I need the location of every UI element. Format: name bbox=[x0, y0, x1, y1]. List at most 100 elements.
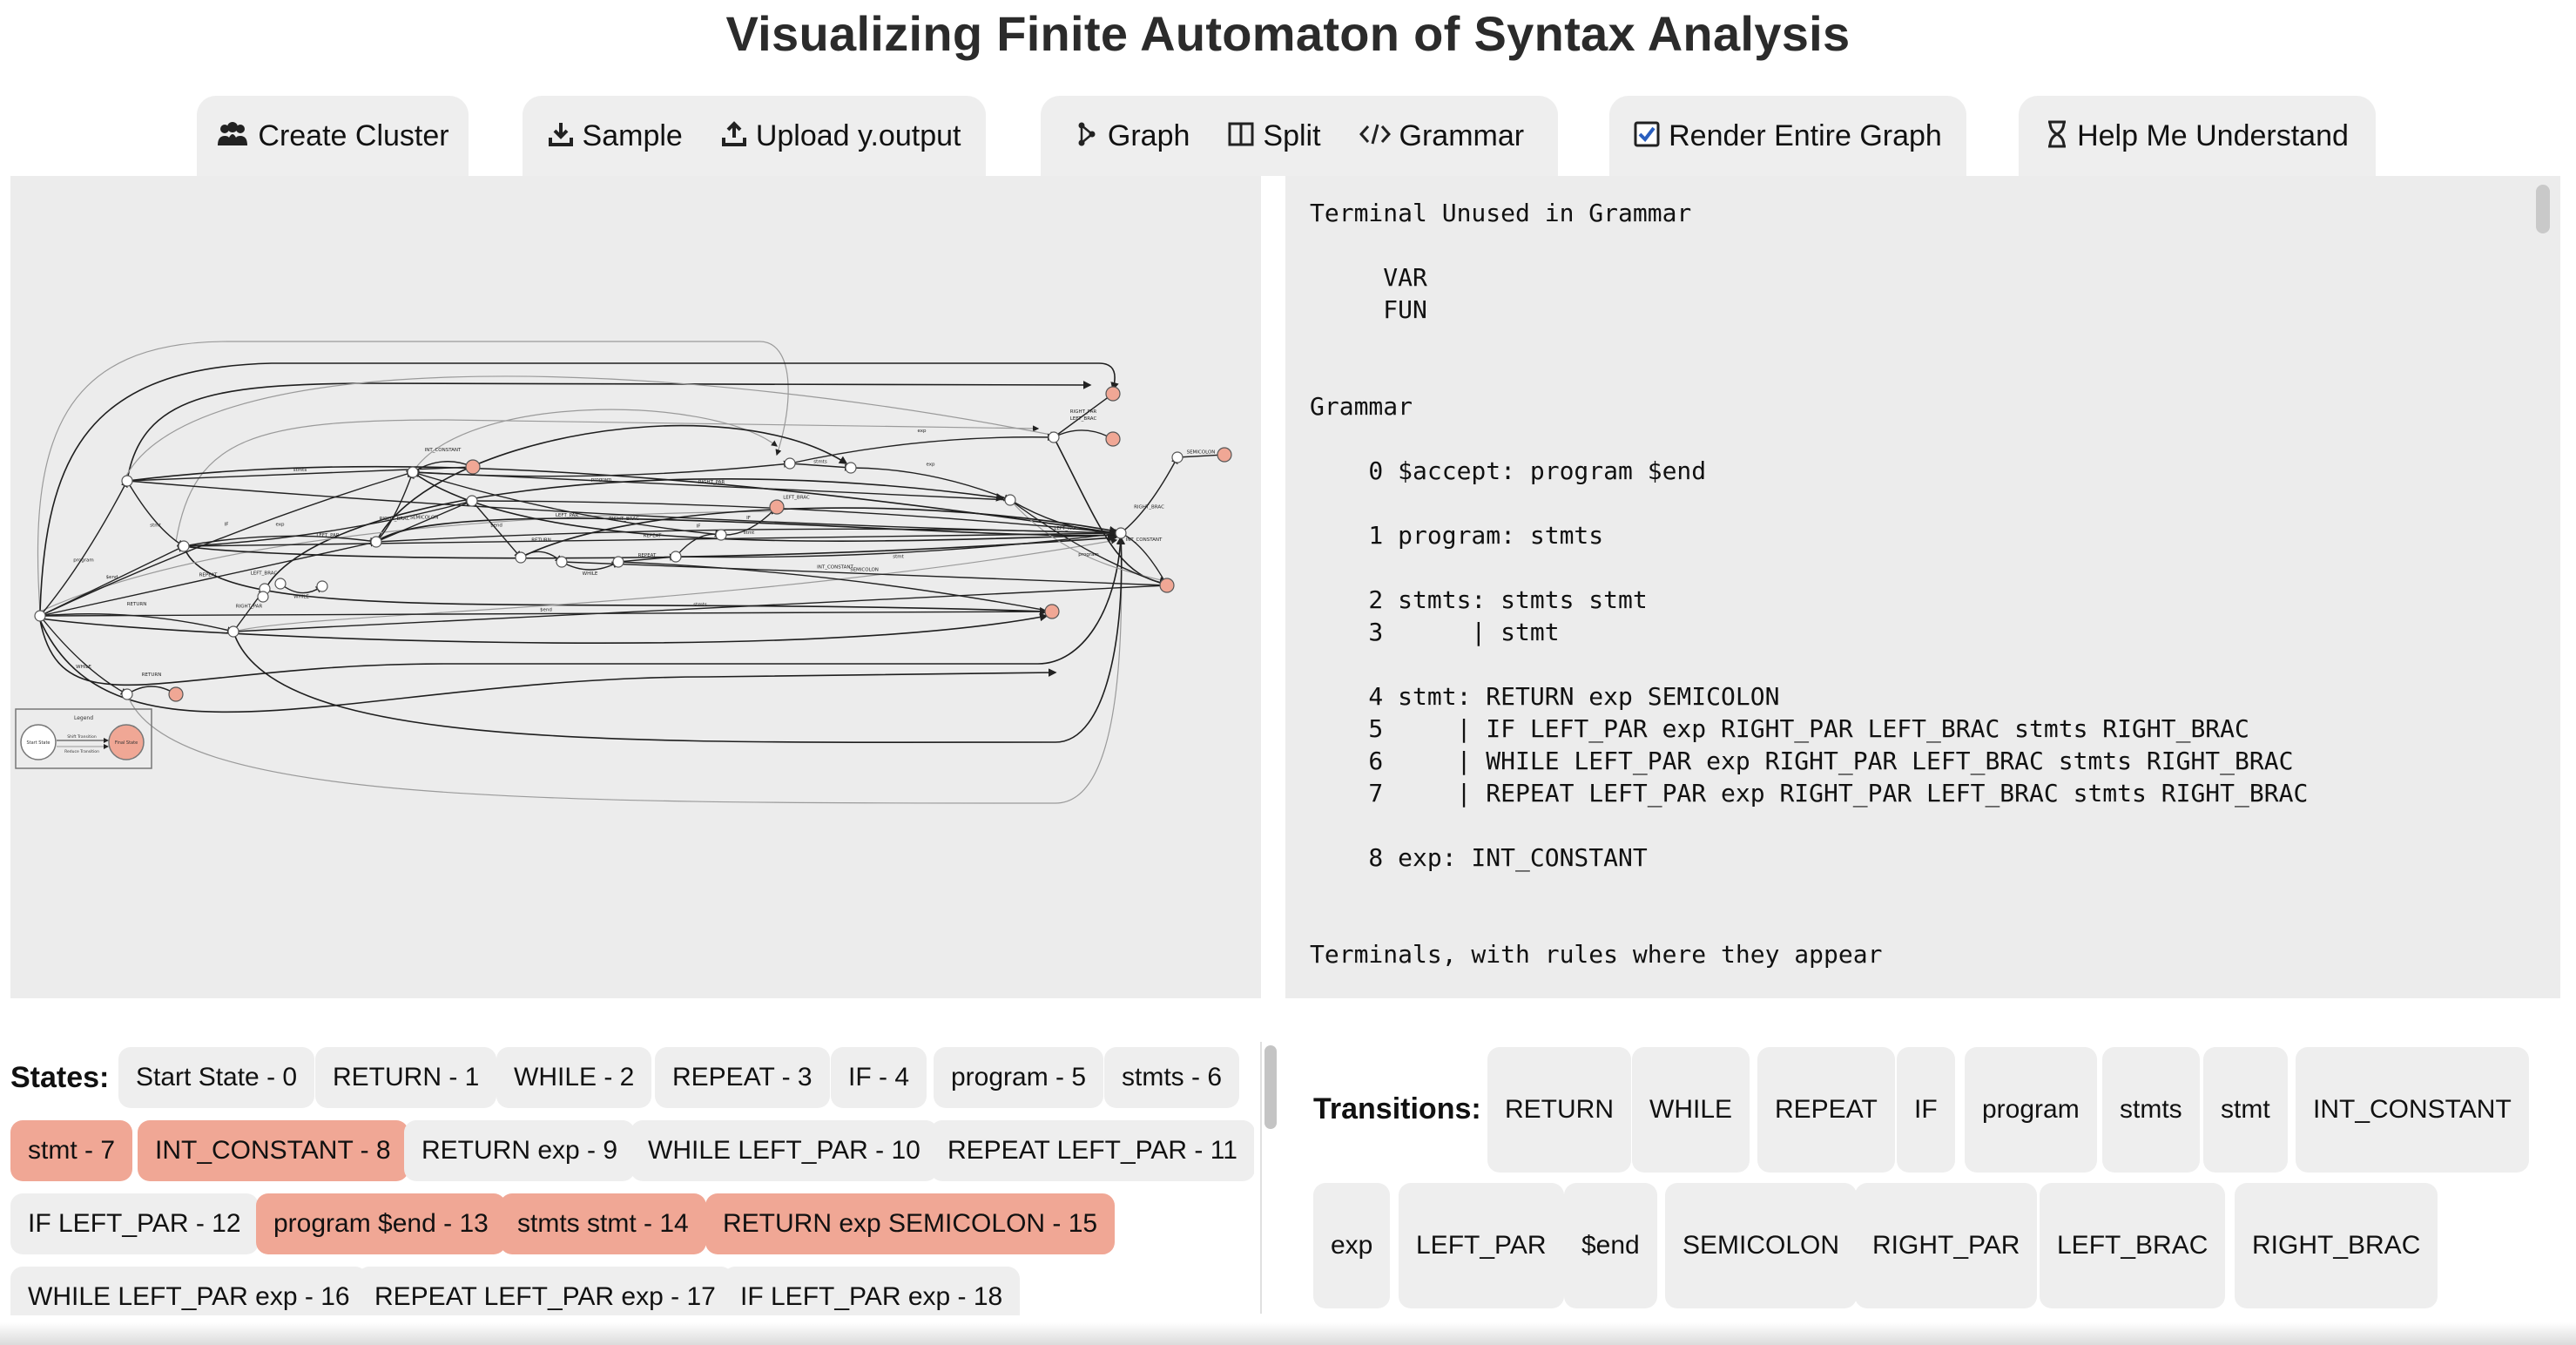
state-chip[interactable]: RETURN exp SEMICOLON - 15 bbox=[705, 1193, 1116, 1254]
help-button[interactable]: Help Me Understand bbox=[2046, 119, 2349, 153]
state-chip[interactable]: IF LEFT_PAR - 12 bbox=[10, 1193, 259, 1254]
split-columns-icon bbox=[1228, 122, 1254, 151]
state-chip[interactable]: RETURN - 1 bbox=[315, 1047, 497, 1108]
graph-final-node[interactable] bbox=[1105, 386, 1121, 402]
render-entire-graph-toggle[interactable]: Render Entire Graph bbox=[1634, 119, 1942, 153]
sample-label: Sample bbox=[582, 118, 683, 152]
graph-node[interactable] bbox=[466, 495, 478, 507]
graph-edges bbox=[37, 341, 1226, 804]
graph-node[interactable] bbox=[515, 551, 527, 564]
graph-final-node[interactable] bbox=[168, 686, 184, 702]
transition-chip[interactable]: $end bbox=[1564, 1183, 1657, 1308]
transition-chip[interactable]: INT_CONSTANT bbox=[2296, 1047, 2529, 1173]
graph-node[interactable] bbox=[370, 536, 382, 548]
checkbox-icon[interactable] bbox=[1634, 121, 1660, 152]
graph-node[interactable] bbox=[1004, 494, 1016, 506]
graph-edge-label: REPEAT bbox=[638, 553, 657, 558]
graph-edge bbox=[675, 530, 723, 558]
state-chip[interactable]: stmts stmt - 14 bbox=[500, 1193, 706, 1254]
transition-chip[interactable]: stmts bbox=[2102, 1047, 2200, 1173]
graph-final-node[interactable] bbox=[769, 499, 785, 515]
grammar-panel-scrollbar[interactable] bbox=[2536, 185, 2550, 233]
graph-node[interactable] bbox=[1171, 451, 1183, 463]
grammar-button[interactable]: Grammar bbox=[1359, 119, 1524, 153]
transition-chip[interactable]: RIGHT_BRAC bbox=[2235, 1183, 2438, 1308]
graph-edge bbox=[375, 424, 848, 543]
graph-edge bbox=[39, 619, 1057, 713]
state-chip[interactable]: INT_CONSTANT - 8 bbox=[138, 1120, 408, 1181]
state-chip[interactable]: program - 5 bbox=[934, 1047, 1104, 1108]
state-chip[interactable]: stmt - 7 bbox=[10, 1120, 133, 1181]
transition-chip[interactable]: SEMICOLON bbox=[1665, 1183, 1858, 1308]
legend-edge-label-2: Reduce Transition bbox=[64, 749, 99, 754]
graph-node[interactable] bbox=[556, 556, 568, 568]
state-chip[interactable]: IF - 4 bbox=[831, 1047, 927, 1108]
hourglass-icon bbox=[2046, 120, 2068, 152]
transition-chip[interactable]: stmt bbox=[2203, 1047, 2288, 1173]
transition-chip[interactable]: RETURN bbox=[1487, 1047, 1631, 1173]
graph-edge-label: LEFT_BRAC bbox=[783, 496, 810, 501]
graph-final-node[interactable] bbox=[1044, 604, 1060, 619]
graph-node[interactable] bbox=[178, 540, 190, 552]
graph-edge bbox=[39, 615, 129, 695]
graph-edge-label: $end bbox=[106, 575, 118, 580]
sample-button[interactable]: Sample bbox=[548, 119, 683, 153]
graph-node[interactable] bbox=[845, 462, 857, 474]
transition-chip[interactable]: LEFT_PAR bbox=[1399, 1183, 1564, 1308]
states-label: States: bbox=[10, 1061, 110, 1094]
states-scrollbar[interactable] bbox=[1264, 1045, 1277, 1129]
graph-node[interactable] bbox=[227, 625, 239, 638]
transition-chip[interactable]: exp bbox=[1313, 1183, 1391, 1308]
split-button[interactable]: Split bbox=[1228, 119, 1321, 153]
state-chip[interactable]: WHILE - 2 bbox=[496, 1047, 652, 1108]
transitions-label: Transitions: bbox=[1313, 1092, 1481, 1125]
state-chip[interactable]: WHILE LEFT_PAR exp - 16 bbox=[10, 1267, 368, 1315]
graph-edge-label: REPEAT bbox=[199, 573, 218, 578]
graph-final-node[interactable] bbox=[1217, 447, 1232, 463]
graph-node[interactable] bbox=[274, 578, 287, 590]
graph-final-node[interactable] bbox=[1105, 431, 1121, 447]
graph-node[interactable] bbox=[784, 457, 796, 470]
graph-node[interactable] bbox=[715, 529, 727, 541]
graph-node[interactable] bbox=[1115, 527, 1127, 539]
code-icon bbox=[1359, 122, 1391, 150]
graph-node[interactable] bbox=[1048, 431, 1060, 443]
state-chip[interactable]: REPEAT LEFT_PAR exp - 17 bbox=[357, 1267, 733, 1315]
transition-chip[interactable]: LEFT_BRAC bbox=[2040, 1183, 2226, 1308]
state-chip[interactable]: stmts - 6 bbox=[1104, 1047, 1240, 1108]
state-chip[interactable]: REPEAT - 3 bbox=[655, 1047, 830, 1108]
graph-edge bbox=[175, 419, 1040, 543]
graph-button[interactable]: Graph bbox=[1075, 119, 1190, 153]
transition-chip[interactable]: RIGHT_PAR bbox=[1855, 1183, 2038, 1308]
transition-chip[interactable]: program bbox=[1965, 1047, 2097, 1173]
create-cluster-button[interactable]: Create Cluster bbox=[216, 119, 449, 153]
graph-node[interactable] bbox=[121, 688, 133, 700]
state-chip[interactable]: RETURN exp - 9 bbox=[404, 1120, 636, 1181]
state-chip[interactable]: IF LEFT_PAR exp - 18 bbox=[723, 1267, 1021, 1315]
graph-edge-label: RETURN bbox=[127, 602, 147, 607]
graph-node[interactable] bbox=[121, 475, 133, 487]
graph-node[interactable] bbox=[612, 556, 624, 568]
state-chip[interactable]: program $end - 13 bbox=[256, 1193, 506, 1254]
transition-chip[interactable]: IF bbox=[1897, 1047, 1955, 1173]
graph-node[interactable] bbox=[257, 591, 269, 603]
transition-chip[interactable]: REPEAT bbox=[1757, 1047, 1895, 1173]
graph-node[interactable] bbox=[316, 580, 328, 592]
graph-node[interactable] bbox=[407, 466, 419, 478]
transition-chip[interactable]: WHILE bbox=[1632, 1047, 1750, 1173]
graph-node[interactable] bbox=[34, 610, 46, 622]
page-title: Visualizing Finite Automaton of Syntax A… bbox=[725, 6, 1851, 61]
graph-final-node[interactable] bbox=[465, 459, 481, 475]
graph-final-node[interactable] bbox=[1159, 578, 1175, 593]
state-chip[interactable]: Start State - 0 bbox=[118, 1047, 315, 1108]
graph-edge bbox=[1009, 499, 1167, 584]
state-chip[interactable]: WHILE LEFT_PAR - 10 bbox=[631, 1120, 938, 1181]
grammar-output-panel[interactable]: Terminal Unused in Grammar VAR FUN Gramm… bbox=[1285, 176, 2560, 998]
automaton-graph[interactable]: program$endRETURNWHILEREPEATIFstmtstmtse… bbox=[10, 176, 1261, 998]
legend-start-label: Start State bbox=[26, 740, 50, 746]
graph-node[interactable] bbox=[670, 551, 682, 563]
upload-button[interactable]: Upload y.output bbox=[721, 119, 961, 153]
state-chip[interactable]: REPEAT LEFT_PAR - 11 bbox=[930, 1120, 1254, 1181]
graph-edge-label: $end bbox=[540, 608, 552, 613]
